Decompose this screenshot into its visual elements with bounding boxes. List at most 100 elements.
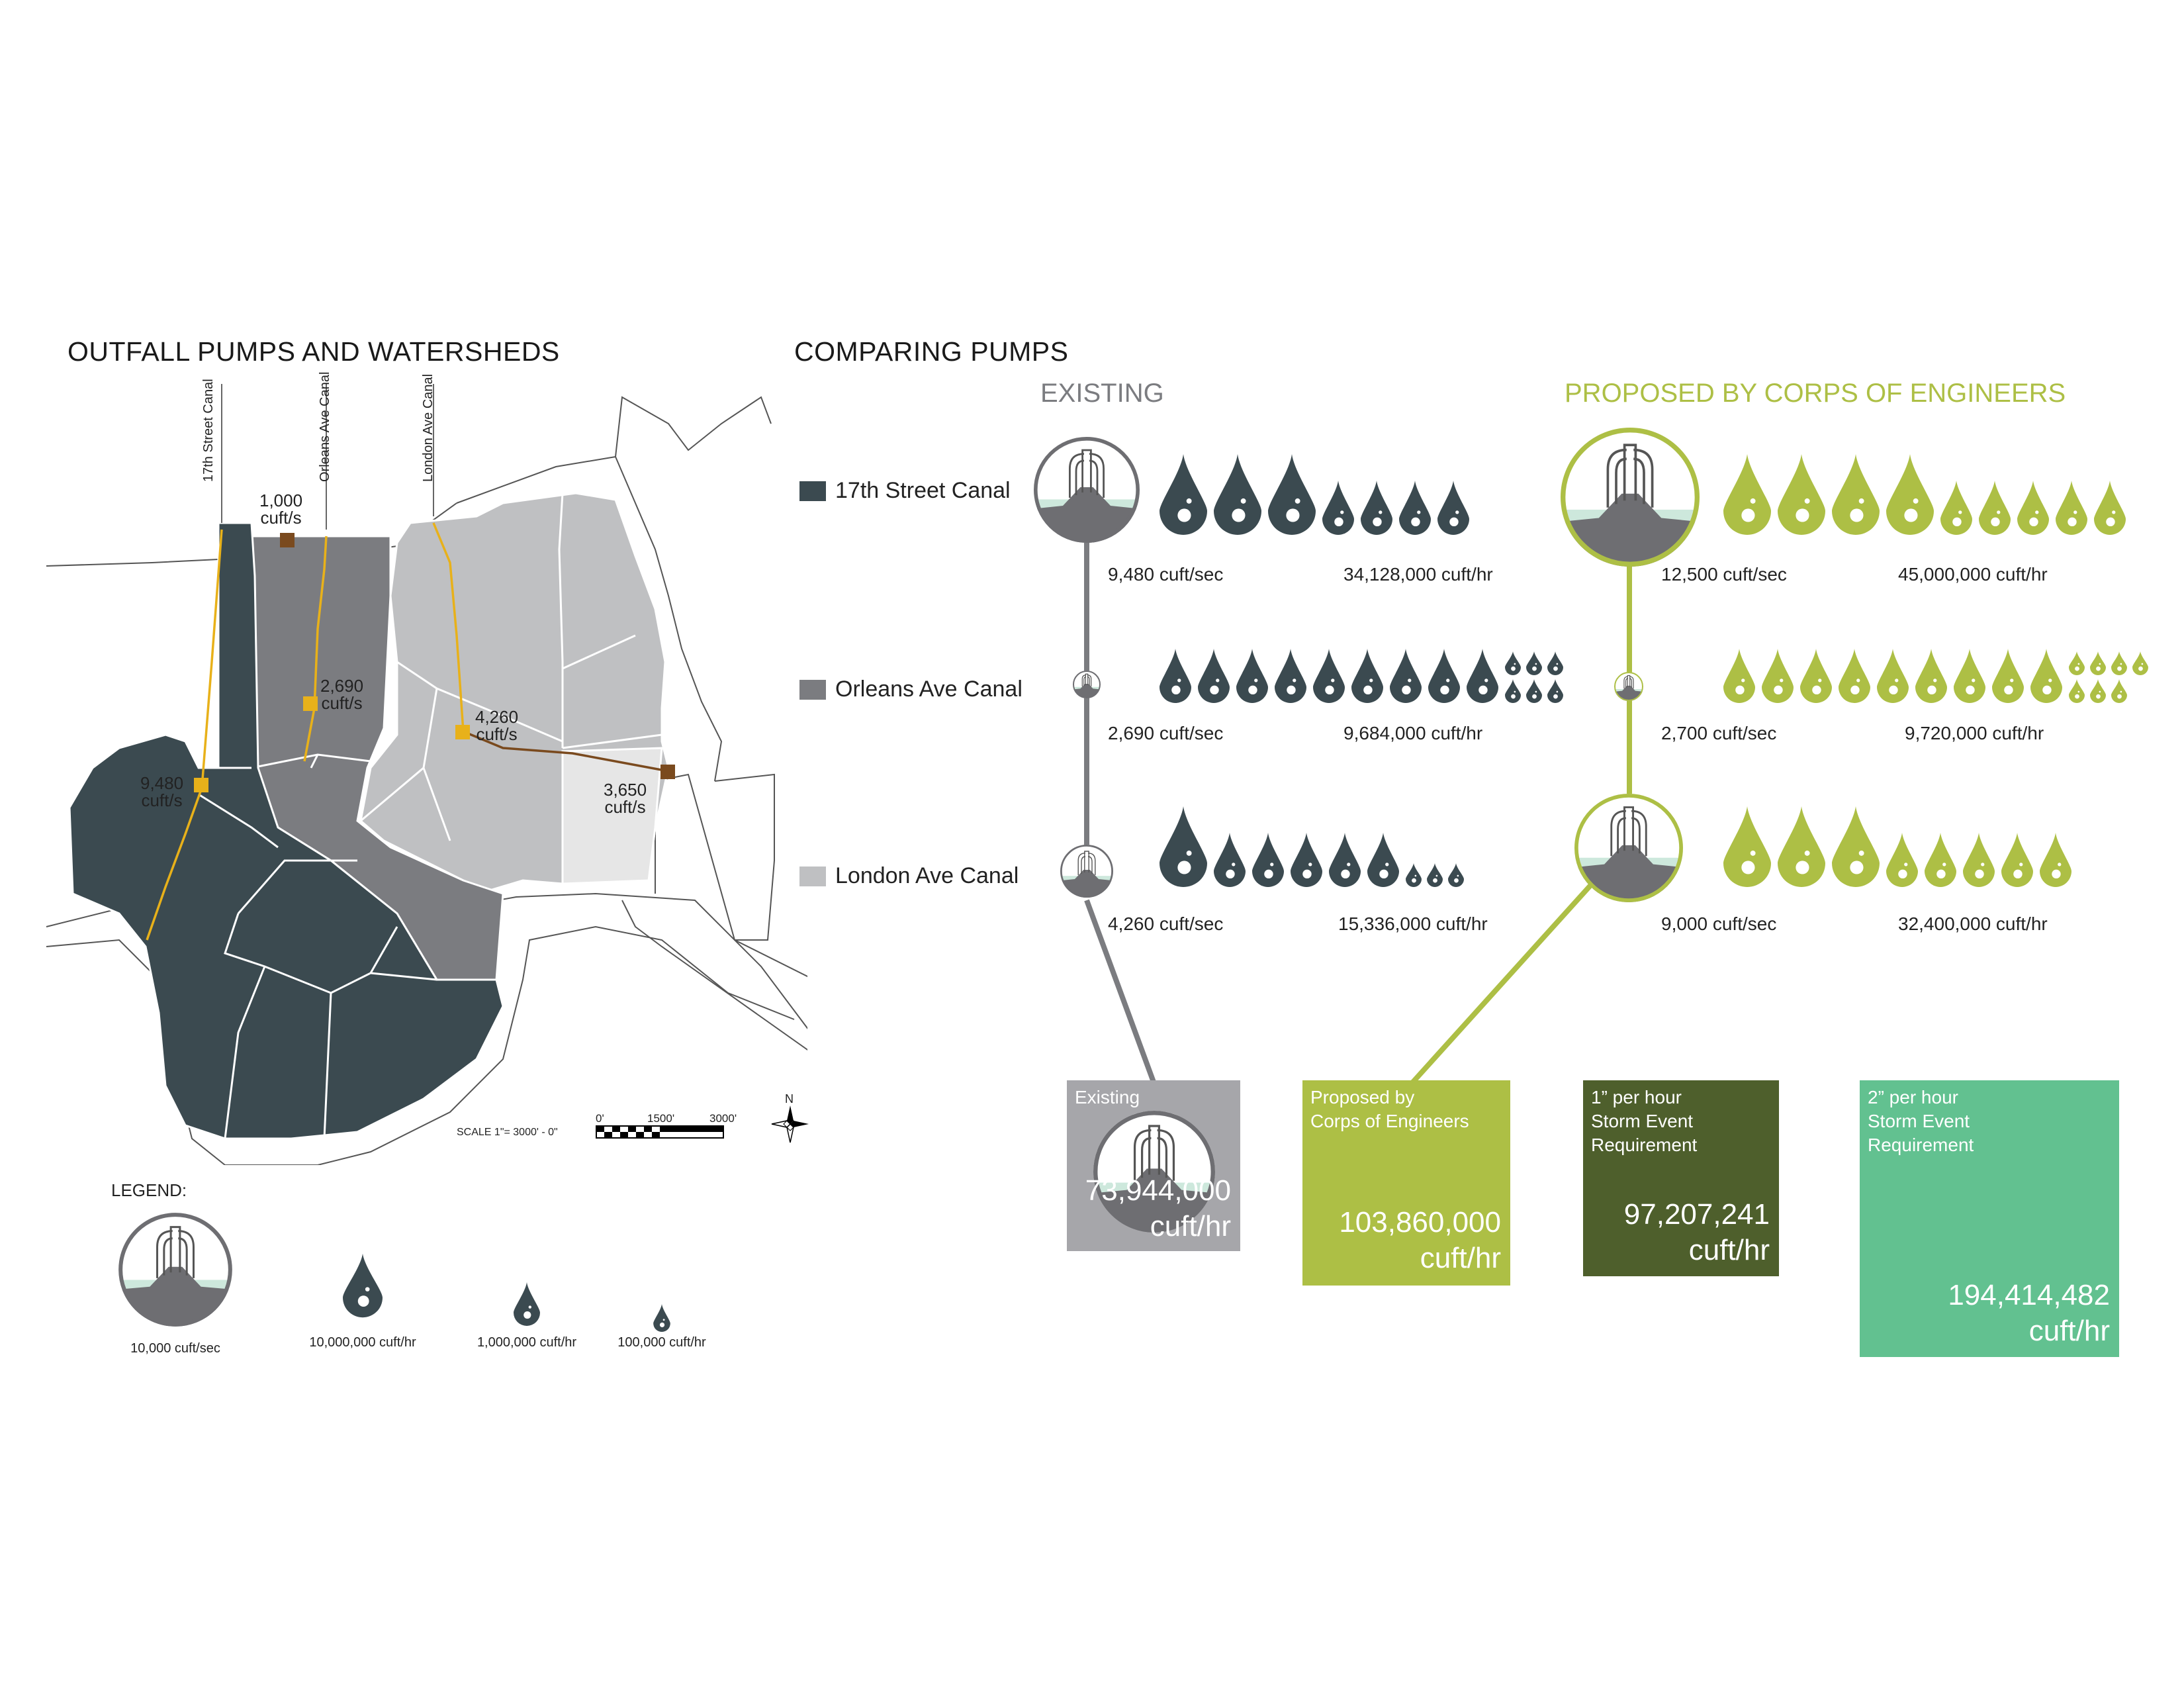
row-label-17th: 17th Street Canal <box>799 478 1011 504</box>
drop-icon <box>2090 679 2106 703</box>
comparison-title: COMPARING PUMPS <box>794 336 1069 367</box>
drop-icon <box>1236 649 1268 703</box>
drop-icon <box>1448 863 1464 887</box>
drop-icon <box>343 1253 383 1318</box>
swatch-dark <box>799 481 826 501</box>
total-box-1in: 1” per hour Storm Event Requirement 97,2… <box>1583 1080 1779 1276</box>
scale-tick: 1500' <box>647 1112 675 1125</box>
drop-icon <box>2040 833 2071 887</box>
existing-hourly: 15,336,000 cuft/hr <box>1338 914 1488 934</box>
drop-icon <box>1886 833 1918 887</box>
drops-existing-17th <box>1160 454 1469 535</box>
pump-icon-proposed-orleans <box>1614 672 1643 701</box>
north-label: N <box>785 1092 794 1105</box>
drop-icon <box>1963 833 1995 887</box>
drop-icon <box>1979 481 2011 535</box>
compass-icon <box>771 1105 809 1143</box>
canal-label-17th: 17th Street Canal <box>201 379 216 482</box>
drops-proposed-17th <box>1723 454 2126 535</box>
scale-bar <box>596 1125 724 1139</box>
drop-icon <box>1322 481 1354 535</box>
scale-tick: 0' <box>596 1112 604 1125</box>
drop-icon <box>1547 679 1563 703</box>
drop-icon <box>1361 481 1392 535</box>
drop-icon <box>1992 649 2024 703</box>
drop-icon <box>1252 833 1284 887</box>
existing-rate: 2,690 cuft/sec <box>1108 723 1224 743</box>
drop-icon <box>653 1304 670 1332</box>
drop-icon <box>2030 649 2062 703</box>
small-drop-group <box>1406 863 1464 887</box>
drop-icon <box>1723 649 1755 703</box>
drop-icon <box>1800 649 1832 703</box>
drop-icon <box>1526 679 1542 703</box>
drop-icon <box>1954 649 1985 703</box>
drop-icon <box>1723 454 1771 535</box>
pump-icon-existing-17th <box>1034 437 1140 543</box>
drop-icon <box>1877 649 1909 703</box>
proposed-rate: 12,500 cuft/sec <box>1661 564 1787 585</box>
map-title: OUTFALL PUMPS AND WATERSHEDS <box>68 336 560 367</box>
drop-icon <box>1329 833 1361 887</box>
drops-existing-orleans <box>1160 649 1563 703</box>
drop-icon <box>1428 649 1460 703</box>
scale-label: SCALE 1"= 3000' - 0" <box>457 1127 558 1138</box>
drop-icon <box>2056 481 2087 535</box>
drop-icon <box>2111 651 2127 675</box>
canal-label-orleans: Orleans Ave Canal <box>318 371 332 482</box>
row-label-orleans: Orleans Ave Canal <box>799 677 1023 702</box>
drop-icon <box>2069 679 2085 703</box>
drop-icon <box>2001 833 2033 887</box>
total-box-2in: 2” per hour Storm Event Requirement 194,… <box>1860 1080 2119 1357</box>
proposed-heading: PROPOSED BY CORPS OF ENGINEERS <box>1565 379 2066 408</box>
existing-heading: EXISTING <box>1040 379 1164 408</box>
drop-icon <box>1505 679 1521 703</box>
legend-label: 100,000 cuft/hr <box>617 1335 706 1350</box>
drop-icon <box>2017 481 2049 535</box>
drop-icon <box>1367 833 1399 887</box>
drop-icon <box>1547 651 1563 675</box>
connector-lines <box>1084 530 1632 1088</box>
drop-icon <box>1526 651 1542 675</box>
drop-icon <box>1839 649 1870 703</box>
drop-icon <box>1214 454 1261 535</box>
drop-icon <box>1313 649 1345 703</box>
drop-icon <box>514 1282 540 1326</box>
legend-item: 1,000,000 cuft/hr <box>461 1276 593 1350</box>
drop-icon <box>2132 651 2148 675</box>
swatch-light <box>799 866 826 886</box>
drop-icon <box>1160 806 1207 887</box>
legend-label: 1,000,000 cuft/hr <box>477 1335 577 1350</box>
drop-icon <box>1427 863 1443 887</box>
drop-icon <box>1723 806 1771 887</box>
pump-icon-proposed-london <box>1574 794 1683 902</box>
drop-icon <box>1832 806 1880 887</box>
drops-proposed-orleans <box>1723 649 2148 703</box>
drop-icon <box>1925 833 1956 887</box>
drop-icon <box>1390 649 1422 703</box>
proposed-hourly: 32,400,000 cuft/hr <box>1898 914 2048 934</box>
pump-icon-proposed-17th <box>1561 428 1700 567</box>
drop-icon <box>1915 649 1947 703</box>
drop-icon <box>1351 649 1383 703</box>
pump-icon-existing-orleans <box>1073 671 1101 698</box>
existing-rate: 4,260 cuft/sec <box>1108 914 1224 934</box>
existing-hourly: 9,684,000 cuft/hr <box>1343 723 1483 743</box>
total-box-heading: 1” per hour Storm Event Requirement <box>1591 1087 1698 1155</box>
drop-icon <box>2094 481 2126 535</box>
proposed-hourly: 9,720,000 cuft/hr <box>1905 723 2044 743</box>
proposed-rate: 9,000 cuft/sec <box>1661 914 1777 934</box>
row-label-london: London Ave Canal <box>799 863 1019 889</box>
drop-icon <box>1268 454 1316 535</box>
scale-tick: 3000' <box>709 1112 737 1125</box>
drop-icon <box>1832 454 1880 535</box>
drop-icon <box>1437 481 1469 535</box>
existing-hourly: 34,128,000 cuft/hr <box>1343 564 1493 585</box>
